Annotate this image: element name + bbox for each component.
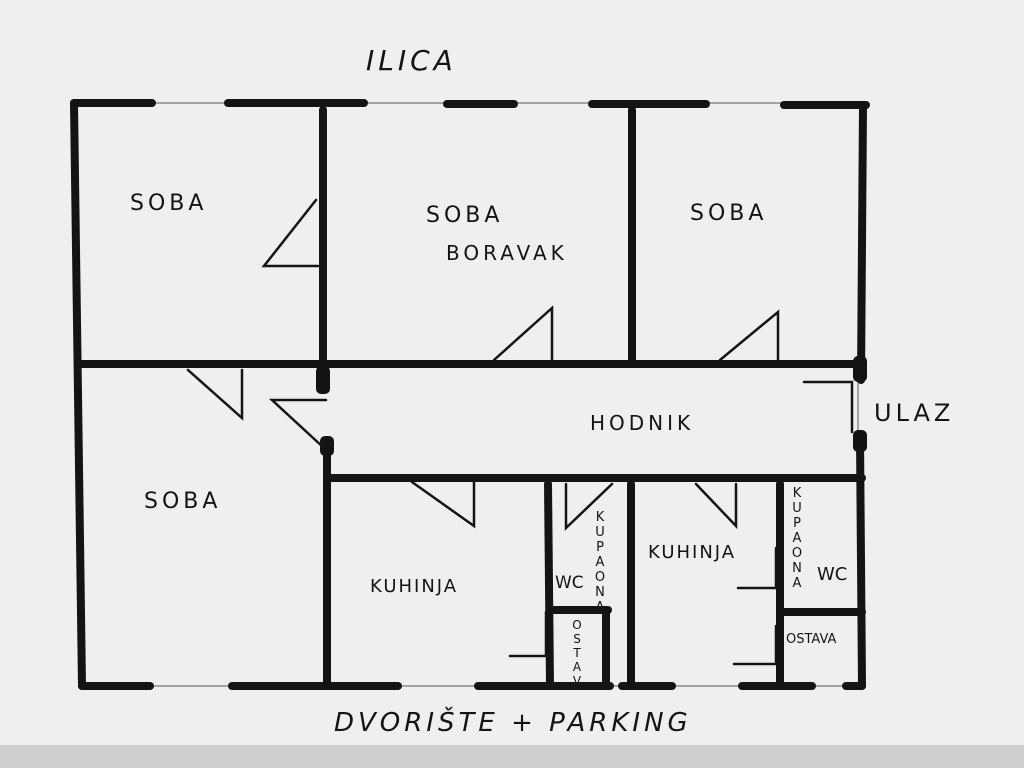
door-swings (186, 198, 854, 666)
wall-left (70, 99, 86, 690)
room-soba-top-right: SOBA (690, 201, 767, 226)
room-wc-right: WC (817, 564, 847, 585)
room-kuhinja-right: KUHINJA (648, 542, 736, 563)
room-ostava-left: OSTAV (570, 618, 584, 688)
room-boravak: BORAVAK (446, 241, 568, 265)
room-wc-left: WC (555, 573, 584, 593)
room-ostava-right: OSTAVA (786, 632, 837, 647)
room-soba-top-left: SOBA (130, 191, 207, 216)
street-top-label: ILICA (366, 44, 457, 77)
room-kupaona-left: KUPAONA (593, 510, 608, 615)
room-soba-living: SOBA (426, 203, 503, 228)
walls (70, 99, 870, 690)
wall-partition-4 (544, 480, 554, 690)
room-hodnik: HODNIK (590, 411, 694, 435)
entrance-label: ULAZ (874, 399, 954, 427)
room-soba-bottom-left: SOBA (144, 489, 221, 514)
room-kupaona-right: KUPAONA (790, 486, 805, 591)
room-kuhinja-left: KUHINJA (370, 576, 458, 597)
wall-joints (316, 356, 867, 456)
wall-right-upper (857, 101, 867, 384)
paper-sheet (0, 0, 1024, 750)
street-bottom-label: DVORIŠTE + PARKING (334, 706, 692, 738)
paper-shadow (0, 745, 1024, 768)
